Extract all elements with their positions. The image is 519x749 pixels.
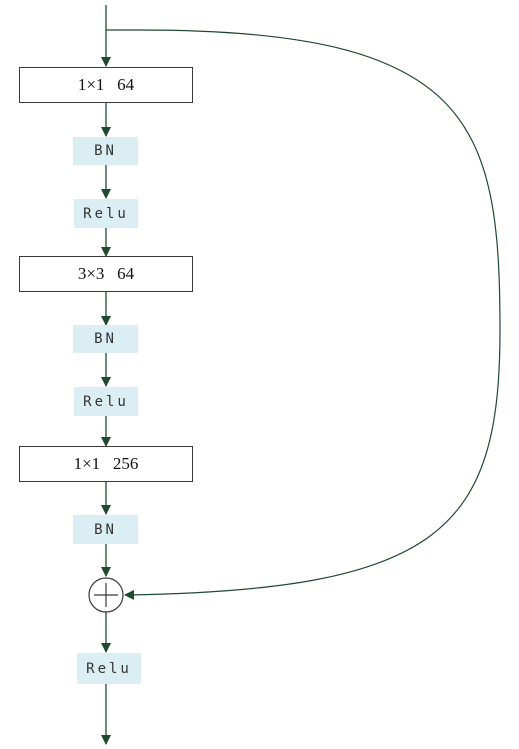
conv1-label: 1×1 64	[77, 75, 135, 94]
conv3-box: 1×1 256	[19, 446, 193, 482]
relu2-label: Relu	[83, 393, 129, 410]
add-icon	[88, 577, 124, 613]
conv3-label: 1×1 256	[73, 454, 139, 473]
bn1-box: BN	[73, 137, 138, 165]
bn2-label: BN	[94, 331, 117, 347]
relu3-label: Relu	[86, 660, 132, 677]
relu3-box: Relu	[77, 653, 141, 684]
conv2-box: 3×3 64	[19, 256, 193, 292]
bn2-box: BN	[73, 325, 138, 353]
bn3-box: BN	[73, 515, 138, 544]
relu1-label: Relu	[83, 205, 129, 222]
relu1-box: Relu	[74, 199, 138, 228]
conv1-box: 1×1 64	[19, 67, 193, 103]
bn1-label: BN	[94, 143, 117, 159]
skip-connection-arrow	[106, 29, 501, 600]
relu2-box: Relu	[74, 387, 138, 416]
conv2-label: 3×3 64	[77, 264, 135, 283]
bn3-label: BN	[94, 521, 117, 538]
